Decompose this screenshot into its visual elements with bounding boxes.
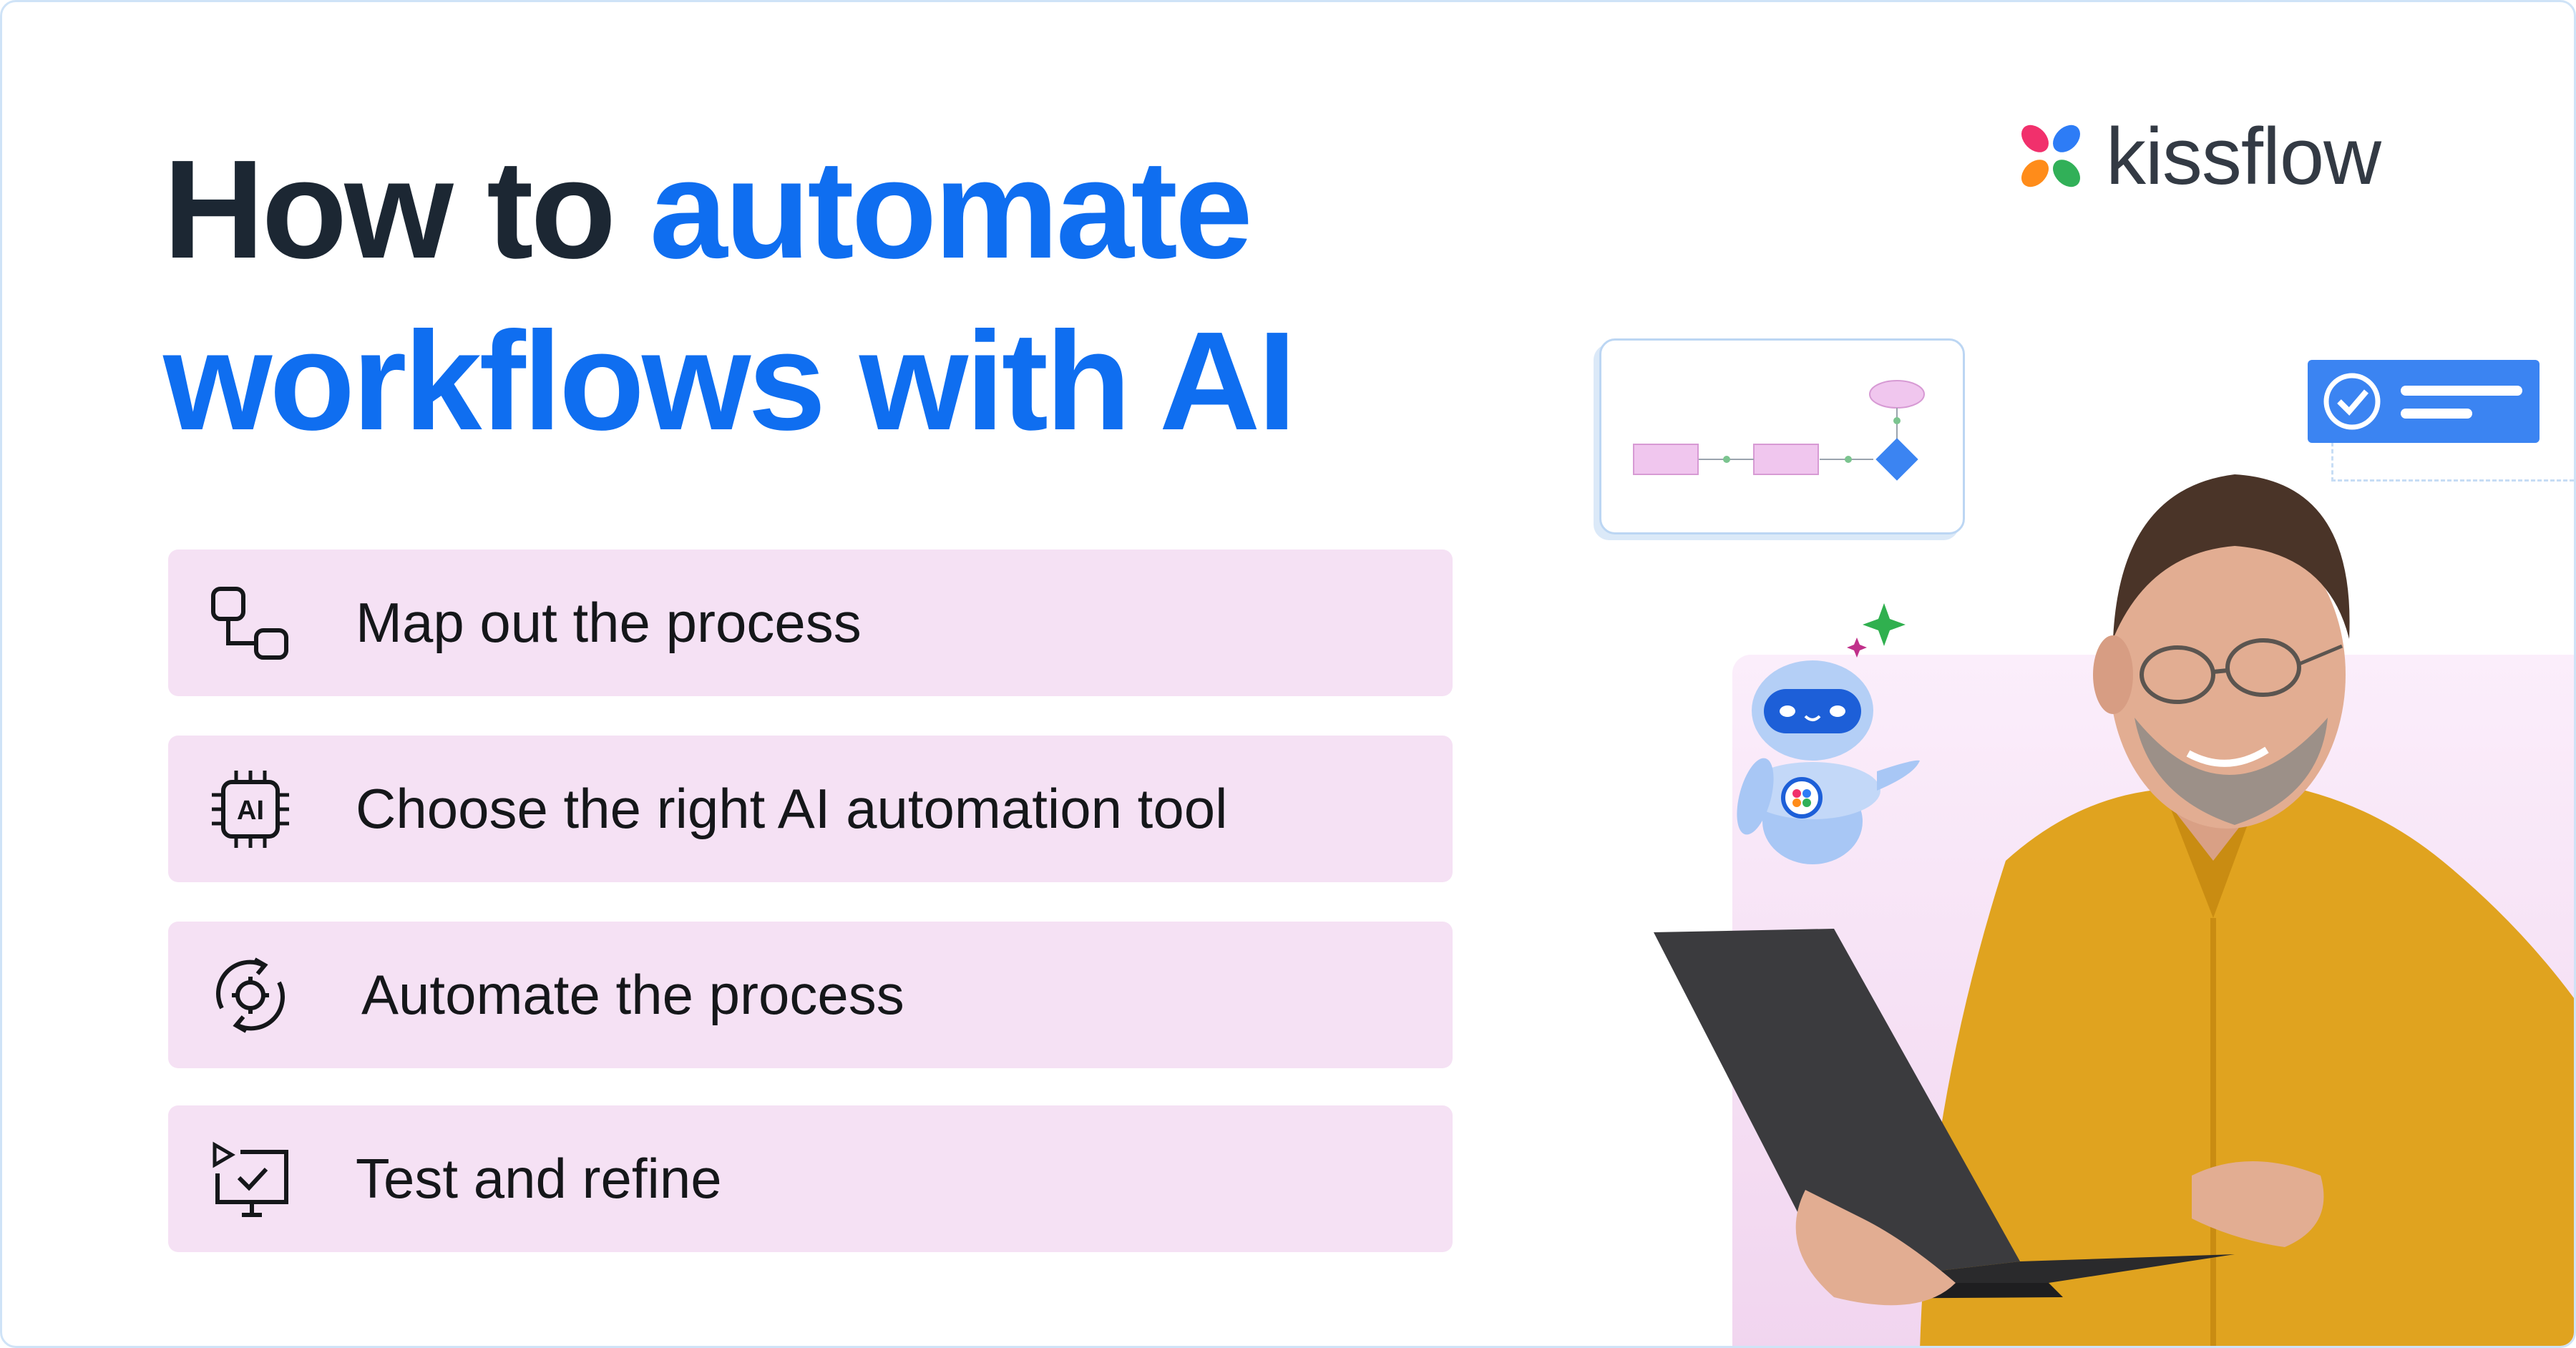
step-automate: Automate the process [168, 922, 1453, 1068]
title-accent-2: workflows with AI [163, 303, 1297, 459]
check-circle-icon [2323, 373, 2522, 430]
step-test-refine: Test and refine [168, 1105, 1453, 1252]
steps-list: Map out the process AI Choose the right … [168, 550, 1453, 1291]
butterfly-icon [2021, 124, 2080, 187]
svg-text:AI: AI [237, 796, 264, 826]
title-accent-1: automate [649, 131, 1253, 288]
step-label: Map out the process [356, 591, 862, 654]
step-label: Choose the right AI automation tool [356, 777, 1228, 840]
person-with-laptop-image [1654, 474, 2574, 1346]
monitor-check-icon [213, 1141, 288, 1217]
workflow-diagram-icon [1633, 380, 1925, 481]
gear-cycle-icon [216, 957, 285, 1033]
robot-assistant-icon [1737, 603, 1920, 864]
kissflow-logo: kissflow [2011, 109, 2381, 202]
step-label: Test and refine [356, 1147, 722, 1210]
logo-wordmark: kissflow [2106, 111, 2381, 201]
step-label: Automate the process [361, 963, 904, 1026]
step-map-process: Map out the process [168, 550, 1453, 696]
step-choose-tool: AI Choose the right AI automation tool [168, 736, 1453, 882]
title-plain: How to [163, 131, 650, 288]
workflow-diagram-card [1599, 338, 1965, 534]
ai-chip-icon: AI [212, 770, 289, 848]
task-done-card [2308, 360, 2540, 443]
page-title: How to automate workflows with AI [163, 124, 1297, 467]
flowchart-icon [211, 586, 288, 660]
connector-dashed-line [2331, 442, 2574, 482]
